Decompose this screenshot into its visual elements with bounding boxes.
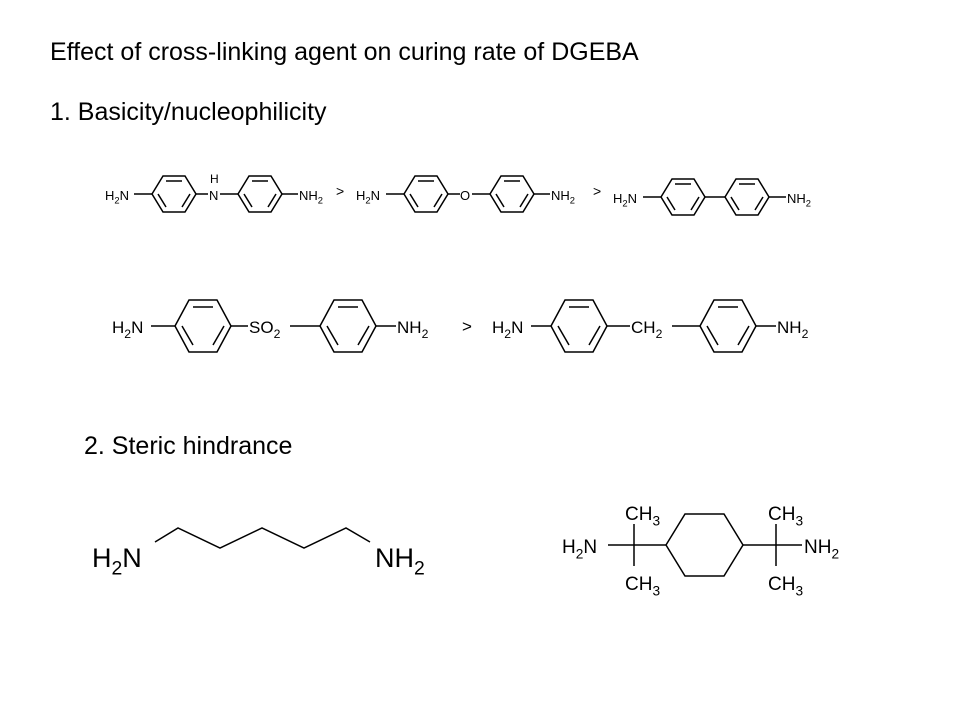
amine-label: H2N [105, 188, 129, 206]
benzene-ring [550, 299, 608, 353]
amine-label: NH2 [777, 318, 809, 341]
benzene-ring [151, 175, 197, 213]
amine-label: NH2 [299, 188, 323, 206]
amine-label: H2N [562, 537, 597, 561]
greater-than-sign: > [593, 183, 601, 199]
section-heading-steric: 2. Steric hindrance [84, 432, 293, 460]
amine-label: NH2 [787, 191, 811, 209]
greater-than-sign: > [336, 183, 344, 199]
bridge-n-label: N [209, 188, 218, 203]
amine-label: NH2 [551, 188, 575, 206]
greater-than-sign: > [462, 317, 472, 336]
molecule-oxydianiline: H2N O NH2 [356, 175, 575, 213]
amine-label: H2N [112, 318, 143, 341]
sulfonyl-label: SO2 [249, 318, 281, 341]
amine-label: H2N [492, 318, 523, 341]
molecule-menthanediamine: H2N CH3 CH3 CH3 CH3 NH2 [562, 504, 839, 598]
molecule-diaminodiphenylamine: H2N H N NH2 [105, 172, 323, 213]
bridge-oxygen-label: O [460, 188, 470, 203]
methyl-label: CH3 [768, 504, 803, 528]
molecule-methylenedianiline: H2N CH2 NH2 [492, 299, 809, 353]
amine-label: NH2 [397, 318, 429, 341]
benzene-ring [724, 178, 770, 216]
benzene-ring [699, 299, 757, 353]
benzene-ring [174, 299, 232, 353]
benzene-ring [319, 299, 377, 353]
amine-label: NH2 [375, 543, 425, 580]
molecule-benzidine: H2N NH2 [613, 178, 811, 216]
amine-label: H2N [92, 543, 142, 580]
benzene-ring [237, 175, 283, 213]
benzene-ring [660, 178, 706, 216]
amine-label: H2N [356, 188, 380, 206]
methyl-label: CH3 [625, 504, 660, 528]
benzene-ring [489, 175, 535, 213]
methyl-label: CH3 [625, 574, 660, 598]
molecule-pentanediamine: H2N NH2 [92, 527, 425, 580]
slide-title: Effect of cross-linking agent on curing … [50, 38, 639, 66]
benzene-ring [403, 175, 449, 213]
molecule-diaminodiphenylsulfone: H2N SO2 NH2 [112, 299, 429, 353]
section-heading-basicity: 1. Basicity/nucleophilicity [50, 98, 327, 126]
amine-label: H2N [613, 191, 637, 209]
amine-label: NH2 [804, 537, 839, 561]
methyl-label: CH3 [768, 574, 803, 598]
cyclohexane-ring [665, 513, 744, 577]
methylene-label: CH2 [631, 318, 663, 341]
bridge-h-label: H [210, 172, 219, 186]
